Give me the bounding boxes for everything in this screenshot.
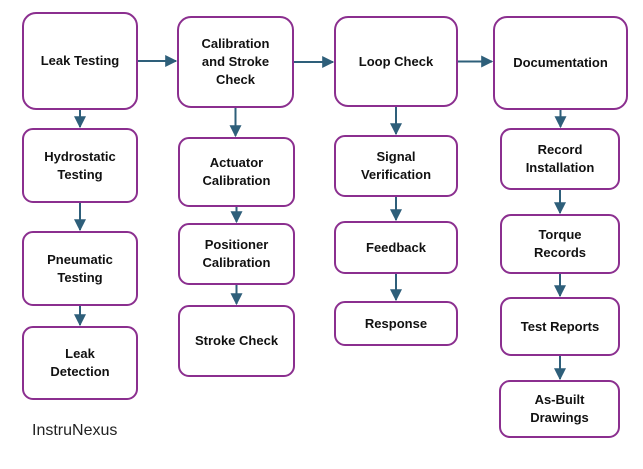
step-box-test-reports: Test Reports [500,297,620,356]
step-box-hydrostatic-testing: Hydrostatic Testing [22,128,138,203]
step-box-leak-detection: Leak Detection [22,326,138,400]
step-box-as-built-drawings: As-Built Drawings [499,380,620,438]
step-box-pneumatic-testing: Pneumatic Testing [22,231,138,306]
step-box-response: Response [334,301,458,346]
step-box-record-installation: Record Installation [500,128,620,190]
step-box-stroke-check: Stroke Check [178,305,295,377]
main-box-documentation: Documentation [493,16,628,110]
brand-label: InstruNexus [32,422,118,439]
step-box-torque-records: Torque Records [500,214,620,274]
step-box-signal-verification: Signal Verification [334,135,458,197]
step-box-feedback: Feedback [334,221,458,274]
step-box-positioner-calibration: Positioner Calibration [178,223,295,285]
main-box-calibration-and-stroke-check: Calibration and Stroke Check [177,16,294,108]
main-box-leak-testing: Leak Testing [22,12,138,110]
main-box-loop-check: Loop Check [334,16,458,107]
step-box-actuator-calibration: Actuator Calibration [178,137,295,207]
